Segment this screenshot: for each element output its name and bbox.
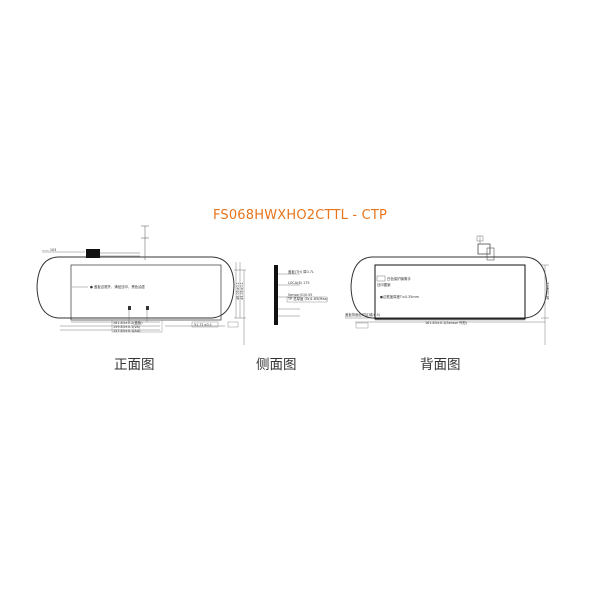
svg-text:—— 103: —— 103 [42, 248, 56, 252]
svg-text:TP 总厚度 (Ta)1.65(Max): TP 总厚度 (Ta)1.65(Max) [287, 296, 329, 301]
back-fpc-tail [477, 243, 491, 255]
side-profile [274, 265, 278, 325]
svg-text:161.83±0.2(盖板): 161.83±0.2(盖板) [113, 320, 143, 325]
front-outer-outline [36, 256, 235, 319]
side-view: 盖板(TH) 厚0.7L LOCA(8) 175 Sensor(G)0.55 T… [274, 265, 329, 325]
svg-text:46.05±0.1: 46.05±0.1 [236, 282, 240, 300]
svg-text:白色保护膜撕手: 白色保护膜撕手 [387, 276, 411, 281]
svg-text:● 盖板边框外，满贴丝印，黑色油墨: ● 盖板边框外，满贴丝印，黑色油墨 [90, 284, 146, 289]
svg-text:51.71±0.1: 51.71±0.1 [194, 323, 212, 327]
back-view: 白色保护膜撕手 丝印图案 ●边框盖厚度T≤0.35mm 161.83±0.1(S… [345, 235, 550, 345]
svg-text:●边框盖厚度T≤0.35mm: ●边框盖厚度T≤0.35mm [380, 294, 420, 299]
svg-text:43.05±0.1: 43.05±0.1 [240, 282, 244, 300]
svg-text:盖板背面丝印区域(6.5): 盖板背面丝印区域(6.5) [345, 312, 381, 317]
back-view-label: 背面图 [420, 357, 461, 373]
front-view: —— 103 ● 盖板边框外，满贴丝印，黑色油墨 161.83±0.2(盖板) … [36, 225, 246, 345]
svg-text:159.83±0.1(VA): 159.83±0.1(VA) [113, 325, 141, 329]
svg-text:LOCA(8) 175: LOCA(8) 175 [288, 281, 309, 285]
svg-text:丝印图案: 丝印图案 [377, 282, 391, 287]
svg-text:盖板(TH) 厚0.7L: 盖板(TH) 厚0.7L [288, 269, 314, 274]
svg-text:161.83±0.1(Sensor 外形): 161.83±0.1(Sensor 外形) [425, 320, 468, 325]
front-fpc-tail [86, 249, 100, 258]
svg-text:46.05±0.1: 46.05±0.1 [546, 282, 550, 300]
side-view-label: 侧面图 [256, 357, 297, 373]
front-view-label: 正面图 [114, 357, 155, 373]
back-sensor-area [374, 264, 526, 320]
drawing-title: FS068HWXHO2CTTL - CTP [212, 208, 388, 223]
back-outer-outline [350, 256, 548, 319]
front-active-area [70, 264, 222, 321]
svg-text:157.83±0.1(AA): 157.83±0.1(AA) [113, 329, 141, 333]
svg-text:Sensor(G)0.55: Sensor(G)0.55 [288, 293, 312, 297]
